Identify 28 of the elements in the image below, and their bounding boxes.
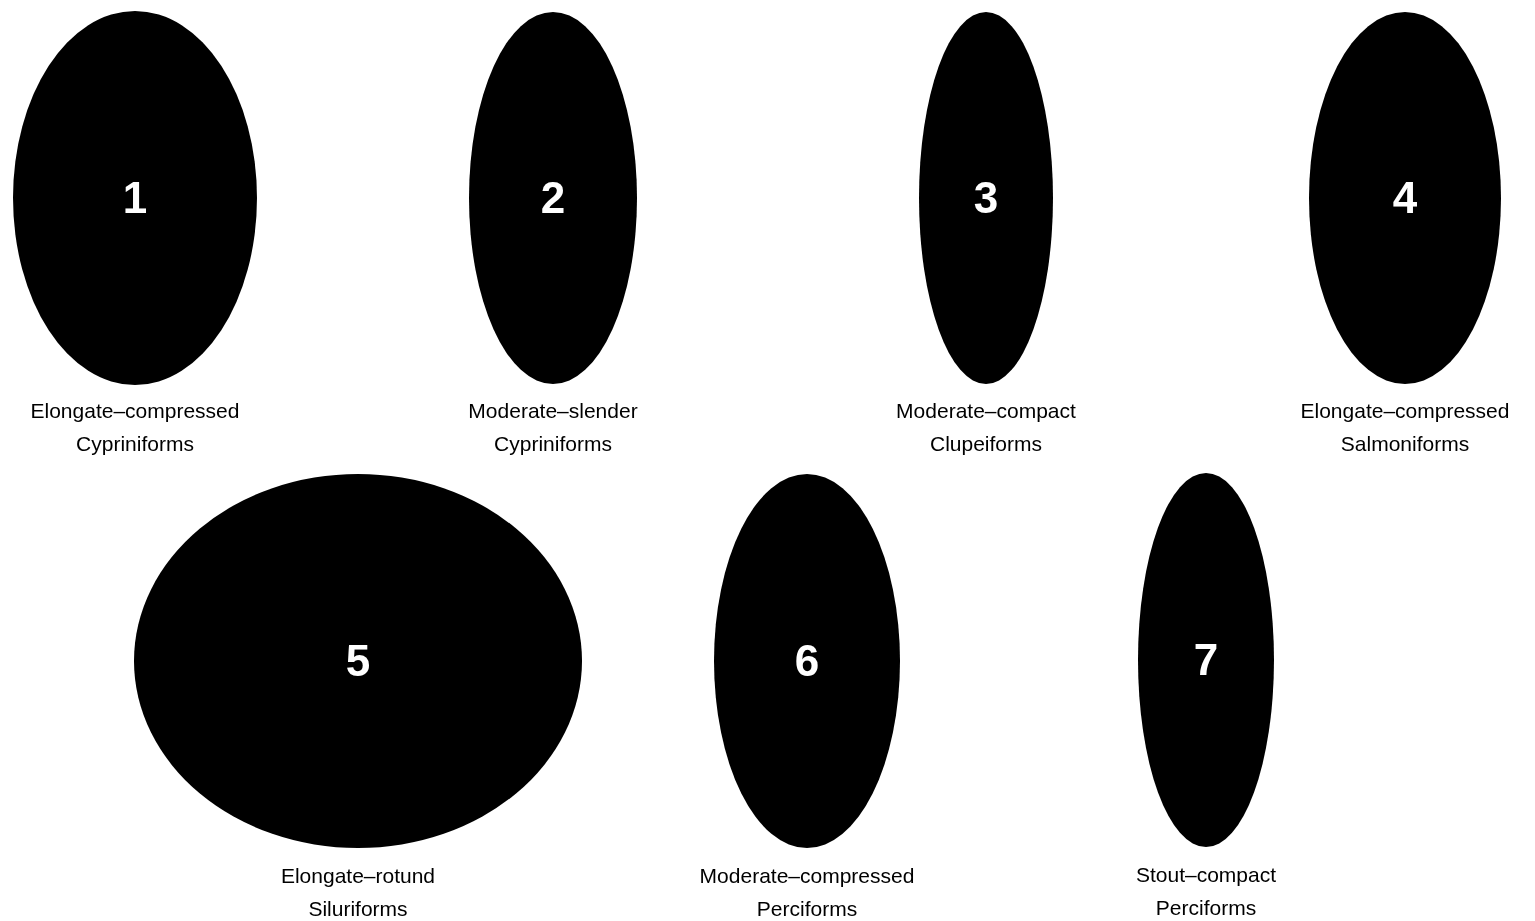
node-label: Clupeiforms bbox=[929, 431, 1042, 457]
node-label: Cypriniforms bbox=[494, 431, 612, 457]
node-label: Perciforms bbox=[756, 896, 858, 921]
number-label: 2 bbox=[540, 176, 566, 220]
number-label: 4 bbox=[1392, 176, 1418, 220]
number-label: 7 bbox=[1193, 638, 1219, 682]
ellipse bbox=[919, 12, 1053, 384]
number-label: 5 bbox=[345, 639, 371, 683]
node-label: Elongate–compressed bbox=[30, 398, 240, 424]
node-label: Stout–compact bbox=[1135, 862, 1277, 888]
number-label: 6 bbox=[794, 639, 820, 683]
node-label: Salmoniforms bbox=[1340, 431, 1470, 457]
node-label: Moderate–compact bbox=[896, 398, 1076, 424]
ellipse bbox=[1138, 473, 1274, 847]
ellipse bbox=[13, 11, 257, 385]
node-label: Moderate–compressed bbox=[699, 863, 915, 889]
ellipse bbox=[134, 474, 582, 848]
number-label: 3 bbox=[973, 176, 999, 220]
node-label: Siluriforms bbox=[308, 896, 408, 921]
ellipse bbox=[469, 12, 637, 384]
ellipse bbox=[714, 474, 900, 848]
node-label: Perciforms bbox=[1155, 895, 1257, 921]
node-label: Cypriniforms bbox=[76, 431, 194, 457]
ellipse bbox=[1309, 12, 1501, 384]
node-label: Elongate–rotund bbox=[280, 863, 436, 889]
number-label: 1 bbox=[122, 176, 148, 220]
node-label: Moderate–slender bbox=[468, 398, 638, 424]
node-label: Elongate–compressed bbox=[1300, 398, 1510, 424]
